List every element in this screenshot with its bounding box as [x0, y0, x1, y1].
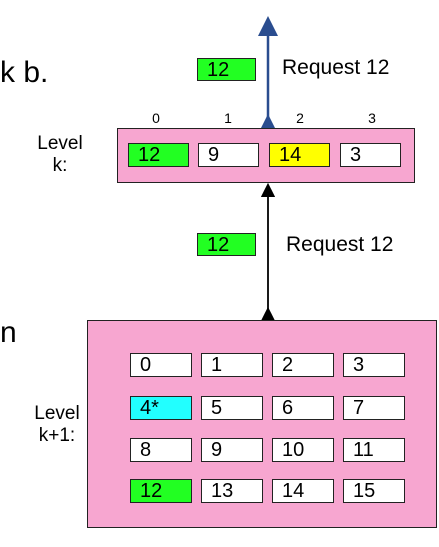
level-k1-cell-1-2: 6: [272, 396, 334, 420]
level-k1-cell-2-3: 11: [343, 438, 405, 462]
cropped-text-top: k b.: [0, 56, 49, 89]
level-k-cell-3: 3: [340, 143, 401, 167]
level-k1-cell-2-1: 9: [201, 438, 263, 462]
level-k1-cell-3-2: 14: [272, 479, 334, 503]
top-request-label: Request 12: [282, 56, 390, 79]
level-k-cell-0: 12: [128, 143, 189, 167]
level-k1-cell-0-2: 2: [272, 353, 334, 377]
level-k1-cell-2-0: 8: [130, 438, 192, 462]
level-k1-label: Level k+1:: [26, 403, 88, 447]
top-request-value: 12: [197, 58, 256, 81]
level-k1-cell-3-0: 12: [130, 479, 192, 503]
level-k1-cell-0-1: 1: [201, 353, 263, 377]
index-2: 2: [296, 110, 304, 126]
level-k1-cell-3-3: 15: [343, 479, 405, 503]
level-k1-cell-2-2: 10: [272, 438, 334, 462]
level-k-label-line2: k:: [52, 155, 68, 176]
level-k-cell-1: 9: [198, 143, 259, 167]
level-k-cell-2: 14: [269, 143, 330, 167]
level-k1-cell-1-1: 5: [201, 396, 263, 420]
level-k1-cell-1-3: 7: [343, 396, 405, 420]
level-k1-cell-0-0: 0: [130, 353, 192, 377]
level-k-label: Level k:: [30, 133, 90, 177]
level-k1-label-line2: k+1:: [38, 425, 76, 446]
index-3: 3: [368, 110, 376, 126]
middle-request-value: 12: [197, 233, 256, 256]
index-0: 0: [152, 110, 160, 126]
level-k1-label-line1: Level: [34, 403, 80, 424]
index-1: 1: [224, 110, 232, 126]
middle-request-label: Request 12: [286, 233, 394, 256]
cropped-text-middle: n: [0, 316, 17, 349]
level-k1-cell-1-0: 4*: [130, 396, 192, 420]
level-k1-cell-3-1: 13: [201, 479, 263, 503]
level-k1-cell-0-3: 3: [343, 353, 405, 377]
level-k-label-line1: Level: [37, 133, 83, 154]
